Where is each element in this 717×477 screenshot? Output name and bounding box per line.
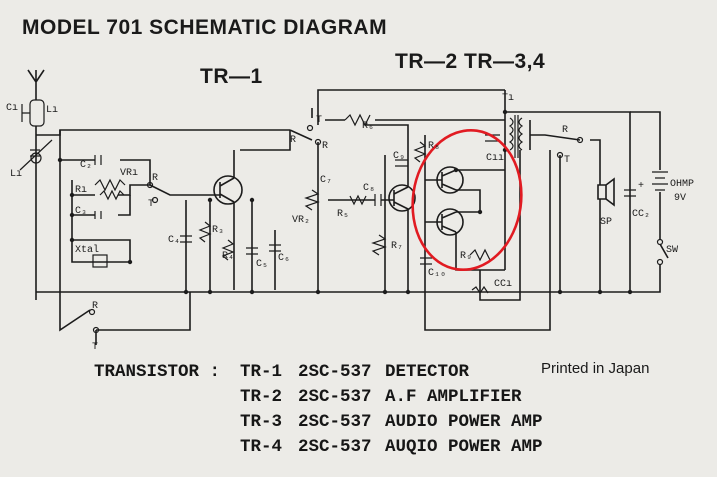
label-xtal: Xtal bbox=[75, 244, 99, 256]
label-sw: SW bbox=[666, 245, 678, 256]
label-switch-r1: R bbox=[152, 173, 158, 184]
label-c9: C₉ bbox=[393, 151, 405, 162]
transistor-role: DETECTOR bbox=[385, 362, 470, 382]
label-r5: R₅ bbox=[337, 209, 349, 220]
c8-plates bbox=[374, 194, 382, 206]
transistor-part: 2SC-537 bbox=[298, 412, 372, 432]
r8-resistor bbox=[413, 141, 427, 163]
label-c8: C₈ bbox=[363, 183, 375, 194]
power-switch bbox=[640, 243, 669, 293]
label-c2: C₂ bbox=[80, 160, 92, 171]
transistor-name: TR-4 bbox=[240, 437, 282, 457]
label-c7: C₇ bbox=[320, 175, 332, 186]
label-plus: + bbox=[638, 181, 644, 192]
label-switch-r4: R bbox=[92, 301, 98, 312]
label-cc1: CCı bbox=[494, 279, 512, 290]
label-c3: C₃ bbox=[75, 206, 87, 217]
diagram-title: MODEL 701 SCHEMATIC DIAGRAM bbox=[22, 16, 387, 39]
vr1-resistor bbox=[94, 178, 126, 192]
label-switch-r3: R bbox=[322, 141, 328, 152]
transistor-heading: TRANSISTOR : bbox=[94, 362, 220, 382]
battery-symbol bbox=[652, 171, 668, 191]
speaker-symbol bbox=[597, 177, 615, 207]
label-c5: C₅ bbox=[256, 259, 268, 270]
antenna-symbol bbox=[27, 69, 45, 100]
transistor-part: 2SC-537 bbox=[298, 387, 372, 407]
c2-plates bbox=[94, 155, 102, 165]
label-switch-r2: R bbox=[290, 135, 296, 146]
vr2-resistor bbox=[304, 189, 320, 211]
label-ohm: OHMP bbox=[670, 179, 694, 190]
transistor-part: 2SC-537 bbox=[298, 437, 372, 457]
junction-dots bbox=[57, 109, 633, 295]
label-switch-t1: T bbox=[148, 199, 154, 210]
label-switch-r5: R bbox=[562, 125, 568, 136]
label-vr2: VR₂ bbox=[292, 215, 310, 226]
label-c6: C₆ bbox=[278, 253, 290, 264]
label-r6: R₆ bbox=[362, 121, 374, 132]
r6-resistor bbox=[344, 113, 371, 127]
transistor-list: TRANSISTOR : TR-1 2SC-537 DETECTOR TR-2 … bbox=[94, 362, 543, 457]
label-l1b: Lı bbox=[46, 105, 58, 116]
label-volt: 9V bbox=[674, 193, 686, 204]
t1-secondary bbox=[518, 117, 524, 151]
label-sp: SP bbox=[600, 217, 612, 228]
label-c10: C₁₀ bbox=[428, 268, 446, 279]
t1-primary bbox=[508, 117, 514, 151]
transistor-name: TR-3 bbox=[240, 412, 282, 432]
label-switch-t2: T bbox=[316, 115, 322, 126]
label-r8: R₈ bbox=[428, 141, 440, 152]
label-cc2: CC₂ bbox=[632, 209, 650, 220]
label-r7: R₇ bbox=[391, 241, 403, 252]
tr2-transistor-body bbox=[388, 184, 416, 212]
label-r9: R₉ bbox=[460, 251, 472, 262]
transistor-role: AUQIO POWER AMP bbox=[385, 437, 543, 457]
label-r3: R₃ bbox=[212, 225, 224, 236]
section-label-tr234: TR—2 TR—3,4 bbox=[395, 50, 545, 73]
wiring bbox=[19, 69, 669, 345]
c4-plates bbox=[180, 235, 192, 243]
label-c1: Cı bbox=[6, 103, 18, 114]
label-t1: Tı bbox=[502, 93, 514, 104]
label-switch-t4: T bbox=[92, 342, 98, 353]
xtal-crystal bbox=[92, 254, 108, 268]
label-c11: Cıı bbox=[486, 153, 504, 164]
c9-plates bbox=[395, 159, 408, 167]
printed-in-japan-note: Printed in Japan bbox=[541, 360, 649, 377]
transistor-role: A.F AMPLIFIER bbox=[385, 387, 522, 407]
label-r1: Rı bbox=[75, 185, 87, 196]
label-vr1: VRı bbox=[120, 168, 138, 179]
label-switch-t5: T bbox=[564, 155, 570, 166]
cc2-plates bbox=[624, 189, 636, 197]
label-r4: R₄ bbox=[222, 251, 234, 262]
r1-resistor bbox=[99, 189, 125, 201]
label-l1: Lı bbox=[10, 169, 22, 180]
coil-l1 bbox=[29, 99, 45, 127]
transistor-name: TR-1 bbox=[240, 362, 282, 382]
highlight-circle-tr3-tr4 bbox=[411, 128, 523, 272]
transistor-part: 2SC-537 bbox=[298, 362, 372, 382]
tr1-transistor-body bbox=[213, 175, 243, 205]
component-labels: Cı Lı Lı C₂ VRı Rı C₃ Xtal C₄ R₃ R₄ C₅ C… bbox=[6, 93, 694, 353]
transistor-role: AUDIO POWER AMP bbox=[385, 412, 543, 432]
transistor-name: TR-2 bbox=[240, 387, 282, 407]
label-c4: C₄ bbox=[168, 235, 180, 246]
section-label-tr1: TR—1 bbox=[200, 65, 263, 88]
